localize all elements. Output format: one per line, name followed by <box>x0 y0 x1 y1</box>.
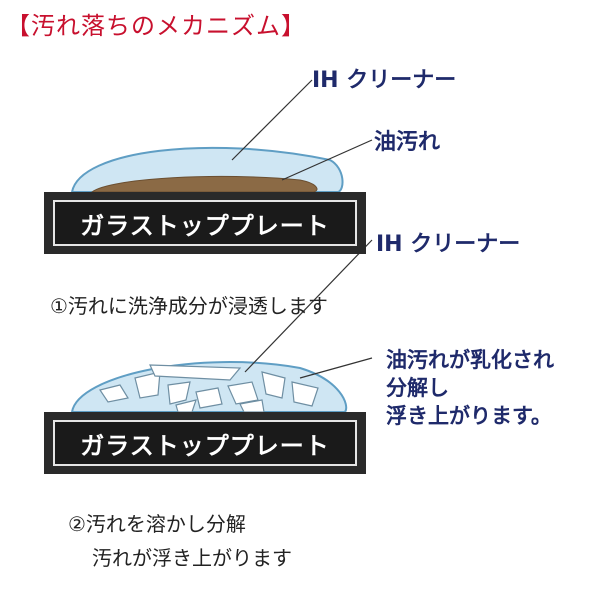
label-emulsify-line-3: 浮き上がります。 <box>386 404 552 428</box>
diagram-title: 【汚れ落ちのメカニズム】 <box>6 12 306 40</box>
cleaner-dome-bottom <box>70 361 348 413</box>
leader-emulsify <box>299 357 373 379</box>
plate-label-1: ガラストッププレート <box>80 211 330 240</box>
oil-stain-layer <box>90 175 318 193</box>
label-ih-cleaner-1: IH クリーナー <box>312 68 457 93</box>
label-emulsify-line-1: 油汚れが乳化され <box>386 348 554 372</box>
leader-cleaner-2 <box>244 239 373 373</box>
label-oil-stain: 油汚れ <box>374 130 441 155</box>
label-emulsify-line-2: 分解し <box>386 376 449 400</box>
label-ih-cleaner-2: IH クリーナー <box>376 232 521 257</box>
plate-label-2: ガラストッププレート <box>80 431 330 460</box>
step-1-caption: ①汚れに洗浄成分が浸透します <box>50 294 328 318</box>
leader-cleaner-1 <box>231 79 313 161</box>
glass-top-plate-1: ガラストッププレート <box>44 192 366 254</box>
step-2-caption: ②汚れを溶かし分解 <box>68 512 246 536</box>
leader-oil-stain <box>281 139 373 181</box>
step-2-subcaption: 汚れが浮き上がります <box>92 546 292 570</box>
glass-top-plate-2: ガラストッププレート <box>44 412 366 474</box>
